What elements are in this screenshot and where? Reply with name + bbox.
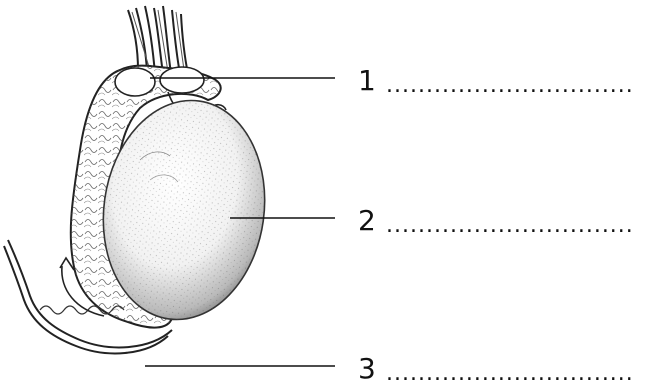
label-2: 2 ............................... bbox=[358, 204, 634, 238]
answer-blank-1: ............................... bbox=[386, 73, 634, 98]
label-number-2: 2 bbox=[358, 204, 376, 237]
answer-blank-3: ............................... bbox=[386, 361, 634, 386]
label-number-3: 3 bbox=[358, 352, 376, 385]
label-1: 1 ............................... bbox=[358, 64, 634, 98]
label-3: 3 ............................... bbox=[358, 352, 634, 386]
ductus-deferens bbox=[3, 239, 173, 355]
spermatic-cord bbox=[127, 5, 189, 75]
answer-blank-2: ............................... bbox=[386, 213, 634, 238]
label-number-1: 1 bbox=[358, 64, 376, 97]
testis bbox=[102, 99, 266, 321]
